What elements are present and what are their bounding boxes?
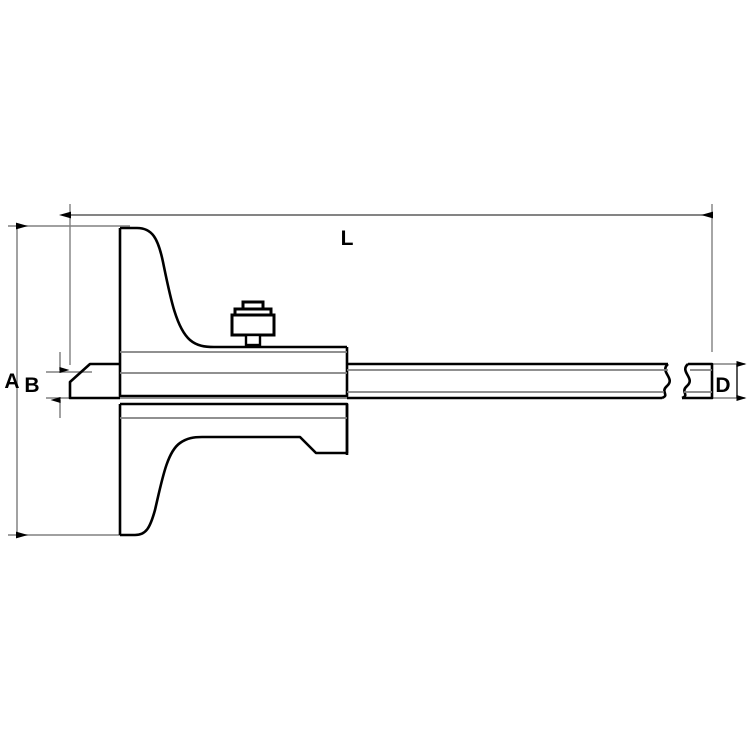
upper-post-curve: [120, 226, 347, 349]
clamp-screw: [230, 300, 276, 347]
depth-rod-right-end: [682, 362, 714, 400]
dimension-lines: [16, 211, 747, 539]
dimension-label-D: D: [715, 374, 730, 397]
upper-body-block: [118, 345, 349, 398]
part-outline: [68, 226, 714, 537]
break-symbol-right: [681, 363, 691, 400]
rod-tip-chamfer: [68, 362, 120, 400]
dimension-label-A: A: [4, 370, 19, 393]
dimension-labels: A B D L: [4, 227, 730, 397]
base-foot-curve: [120, 435, 347, 537]
interior-detail-lines: [120, 351, 712, 419]
clamp-screw-body: [230, 313, 276, 337]
dimension-label-L: L: [341, 227, 354, 250]
clamp-screw-stem: [244, 333, 262, 347]
dimension-label-B: B: [24, 374, 39, 397]
